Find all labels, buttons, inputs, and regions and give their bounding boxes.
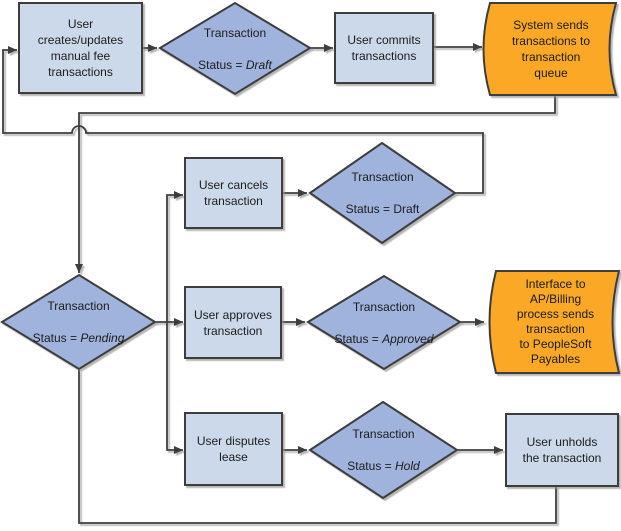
diamond-pending-shape xyxy=(0,273,157,371)
diamond-pending-label: Transaction Status = Pending xyxy=(32,299,125,345)
store-ap-shape xyxy=(488,270,621,374)
box-unhold-shape xyxy=(505,413,619,487)
store-ap-label: Interface to AP/Billing process sends tr… xyxy=(516,277,595,366)
diamond-draft2-label: Transaction Status = Draft xyxy=(345,170,420,216)
diamond-draft2-shape xyxy=(308,141,457,245)
diamond-approved-label: Transaction Status = Approved xyxy=(334,299,434,346)
box-create-shape xyxy=(18,2,143,94)
box-commit-shape xyxy=(334,12,434,84)
store-queue-label: System sends transactions to transaction… xyxy=(511,18,591,80)
diamond-draft1-label: Transaction Status = Draft xyxy=(198,25,272,72)
diamond-approved-shape xyxy=(306,274,462,371)
diamond-hold-shape xyxy=(308,400,459,500)
box-cancel-label: User cancels transaction xyxy=(198,178,269,208)
box-unhold-label: User unholds the transaction xyxy=(522,435,602,465)
box-create-label: User creates/updates manual fee transact… xyxy=(37,17,124,79)
diamond-hold-label: Transaction Status = Hold xyxy=(347,427,420,473)
box-dispute-shape xyxy=(184,412,283,486)
diamond-draft1-shape xyxy=(158,1,312,96)
box-approve-shape xyxy=(184,286,282,359)
connector-draft2-loop-to-create xyxy=(2,46,484,194)
box-cancel-shape xyxy=(184,157,283,229)
store-queue-shape xyxy=(482,1,618,96)
connector-queue-to-pending xyxy=(75,95,556,273)
box-dispute-label: User disputes lease xyxy=(196,434,271,464)
connector-unhold-loop-to-pending xyxy=(78,370,557,524)
connector-branch-to-dispute xyxy=(166,322,183,454)
box-approve-label: User approves transaction xyxy=(193,307,273,338)
connector-branch-to-cancel xyxy=(166,191,183,322)
box-commit-label: User commits transactions xyxy=(347,33,421,63)
